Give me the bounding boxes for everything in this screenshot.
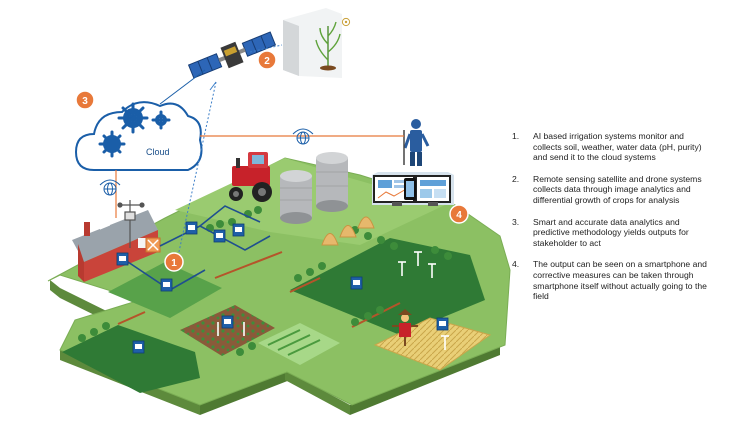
step-number: 1.: [512, 131, 520, 141]
field-dark-bottom-left: [62, 325, 200, 393]
silo-icon: [280, 152, 348, 224]
svg-text:1: 1: [171, 258, 177, 269]
badge-1: 1: [164, 252, 184, 272]
step-item: 3. Smart and accurate data analytics and…: [512, 217, 712, 249]
cloud-gear-icon: Cloud: [74, 101, 203, 171]
farmer-icon: [403, 119, 430, 166]
step-number: 2.: [512, 173, 520, 184]
steps-list: 1. AI based irrigation systems monitor a…: [512, 131, 712, 313]
dashboard-screens-icon: [372, 172, 454, 206]
fence: [117, 251, 401, 328]
svg-text:4: 4: [456, 210, 462, 221]
cloud-label: Cloud: [146, 147, 170, 157]
svg-text:3: 3: [82, 96, 88, 107]
satellite-icon: [187, 31, 277, 79]
step-text: The output can be seen on a smartphone a…: [533, 259, 707, 302]
step-text: AI based irrigation systems monitor and …: [533, 131, 702, 163]
step-text: Smart and accurate data analytics and pr…: [533, 216, 689, 248]
soil-probe-icon: [217, 251, 449, 350]
badge-2: 2: [257, 50, 277, 70]
control-box-icon: [145, 237, 161, 253]
scarecrow-icon: [392, 309, 418, 346]
step-item: 2. Remote sensing satellite and drone sy…: [512, 174, 712, 206]
step-item: 1. AI based irrigation systems monitor a…: [512, 131, 712, 163]
field-dark-top-right: [290, 238, 485, 335]
step-text: Remote sensing satellite and drone syste…: [533, 173, 702, 205]
step-number: 3.: [512, 216, 520, 227]
badge-3: 3: [75, 90, 95, 110]
tractor-icon: [229, 152, 272, 202]
weather-station-icon: [117, 200, 145, 248]
connection-lines: [115, 44, 404, 271]
step-item: 4. The output can be seen on a smartphon…: [512, 259, 712, 301]
field-soil-rows: [180, 305, 275, 356]
hay-stacks: [321, 216, 375, 246]
plant-icon: [315, 21, 341, 71]
step-number: 4.: [512, 259, 520, 270]
svg-text:2: 2: [264, 56, 270, 67]
badge-4: 4: [449, 204, 469, 224]
field-light-rows: [258, 323, 340, 365]
plant-image-card: [283, 8, 351, 78]
sensor-icon: [116, 221, 449, 354]
wifi-globe-icon: [99, 128, 314, 196]
